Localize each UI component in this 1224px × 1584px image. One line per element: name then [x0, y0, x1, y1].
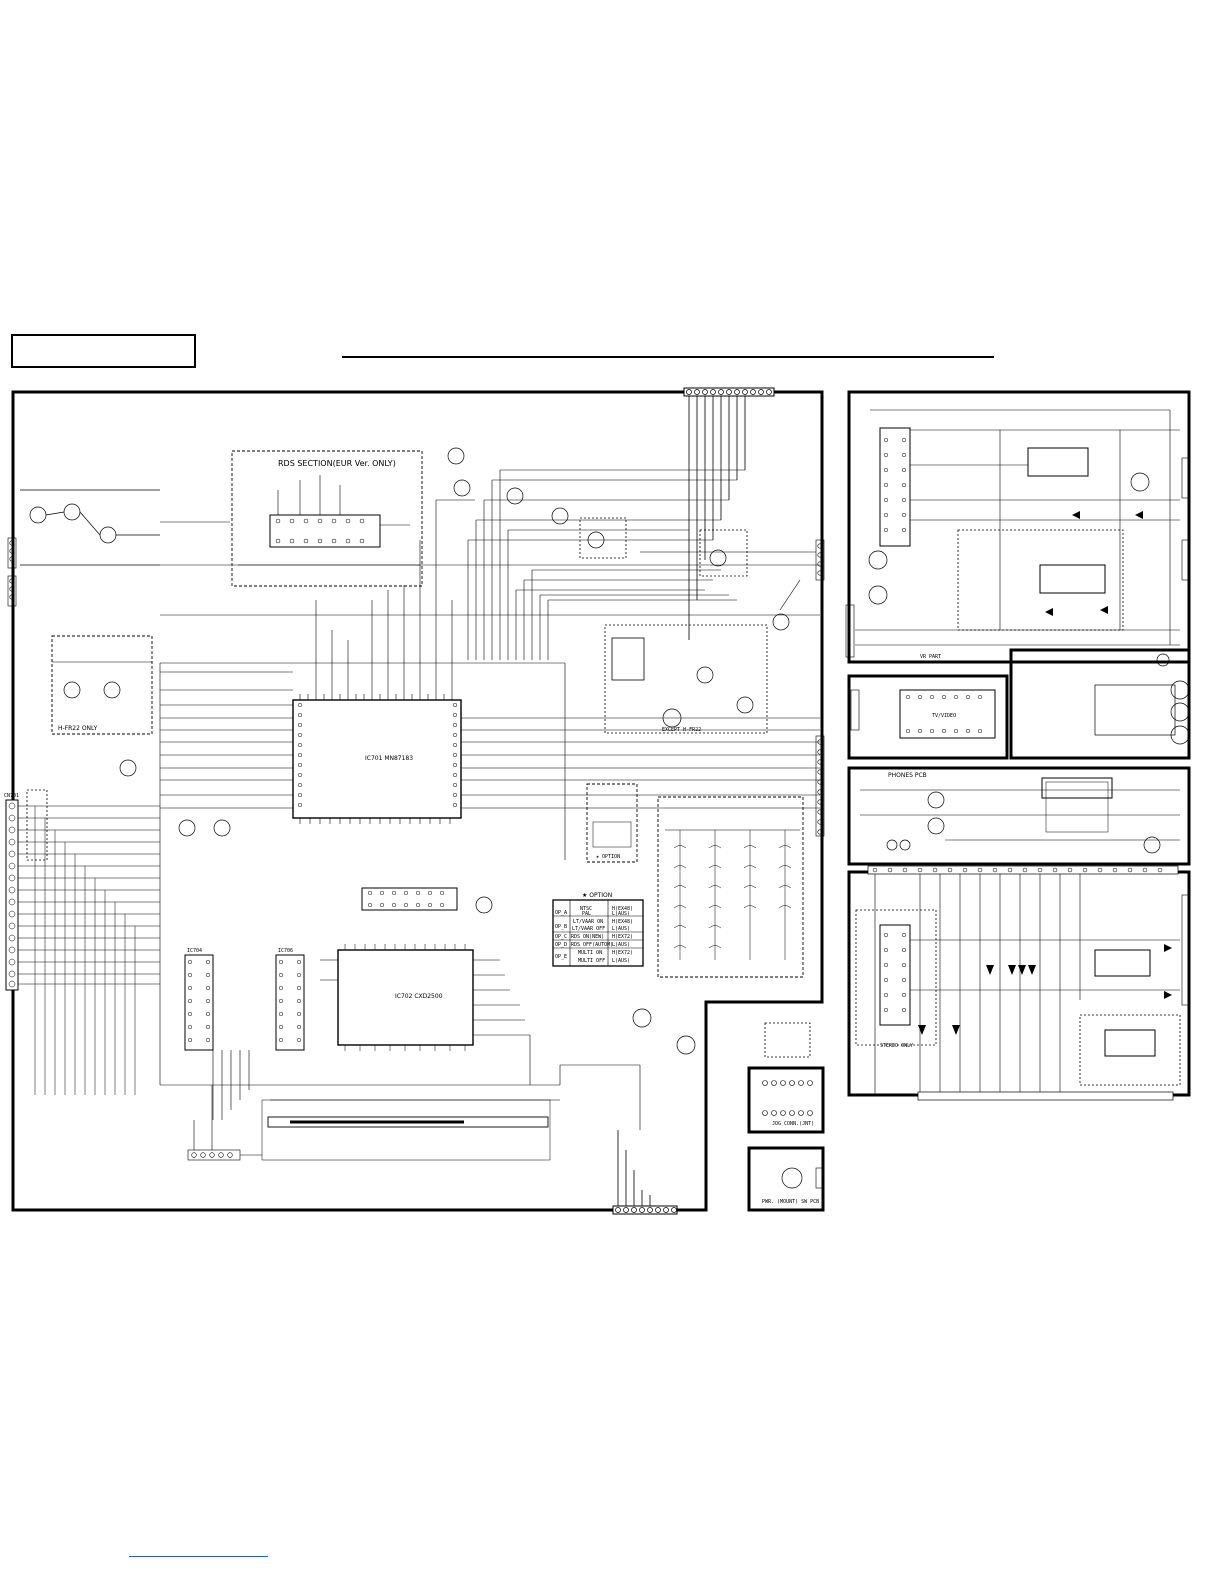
- option-desc-5: RDS OFF(AUTOM): [571, 942, 613, 948]
- option-code-2: OP_B: [555, 924, 567, 930]
- option-desc-7: MULTI OFF: [578, 958, 605, 964]
- option-val-5: L(AUS): [612, 942, 630, 948]
- option-row-3: LT/VAAR OFF L(AUS): [572, 926, 630, 932]
- option-val-4: H(EX72): [612, 934, 633, 940]
- option-code-4: OP_C: [555, 934, 567, 940]
- phones-label: PHONES PCB: [888, 772, 927, 779]
- option-code-6: OP_E: [555, 954, 567, 960]
- option-row-0: OP_A NTSC H(EX48): [555, 906, 633, 916]
- option-row-1: PAL L(AUS): [582, 911, 630, 917]
- option-val-2: H(EX48): [612, 919, 633, 925]
- header-box: [11, 334, 196, 368]
- bottom-left-connector: [187, 1085, 262, 1161]
- option-desc-6: MULTI ON: [578, 950, 602, 956]
- phones-panel: PHONES PCB: [847, 766, 1191, 866]
- small-dashed-2: [699, 529, 748, 577]
- main-right-connectors: [640, 539, 825, 837]
- right-panel-vr: VR PART: [845, 390, 1191, 664]
- option-table: ★ OPTION OP_A NTSC H(EX48) PAL L(AUS) OP…: [552, 892, 644, 967]
- ic702: IC702 CXD2500: [337, 944, 530, 1051]
- option-row-2: OP_B LT/VAAR ON H(EX48): [555, 919, 633, 930]
- ic703-row: [361, 887, 493, 914]
- option-small-box: ★ OPTION: [586, 783, 638, 863]
- ic702-label: IC702 CXD2500: [395, 993, 443, 1000]
- option-val-3: L(AUS): [612, 926, 630, 932]
- small-cap-box: [764, 1022, 811, 1058]
- ic704-label: IC704: [187, 948, 202, 954]
- flat-cable: [261, 1099, 551, 1161]
- jog-conn-label: JOG CONN.(JNT): [772, 1121, 814, 1127]
- pwr-sw-label: PWR. (MOUNT) SW PCB: [762, 1199, 819, 1205]
- right-panel-output: [1009, 648, 1191, 760]
- option-desc-3: LT/VAAR OFF: [572, 926, 605, 932]
- option-small-label: ★ OPTION: [596, 854, 620, 860]
- tv-video-panel: TV/VIDEO: [847, 674, 1009, 760]
- option-desc-2: LT/VAAR ON: [573, 919, 603, 925]
- option-row-6: OP_E MULTI ON H(EX72): [555, 950, 633, 960]
- left-top-connector: [7, 537, 17, 607]
- option-val-7: L(AUS): [612, 958, 630, 964]
- option-table-title: ★ OPTION: [582, 892, 612, 899]
- left-top-transistors: [20, 489, 160, 566]
- option-desc-1: PAL: [582, 911, 591, 917]
- option-code-0: OP_A: [555, 910, 567, 916]
- main-bus-lines: [159, 469, 820, 1085]
- ic706: IC706: [275, 948, 305, 1051]
- stereo-only-label: STEREO ONLY: [880, 1043, 913, 1049]
- key-matrix-box: [657, 796, 804, 978]
- left-connector-cn701: CN701: [4, 789, 160, 1095]
- top-connector: [683, 387, 775, 640]
- mid-transistors: [119, 447, 790, 1055]
- option-desc-0: NTSC: [580, 906, 592, 912]
- option-val-6: H(EX72): [612, 950, 633, 956]
- except-box: EXCEPT H-FR22: [604, 624, 768, 734]
- option-val-1: L(AUS): [612, 911, 630, 917]
- option-row-5: OP_D RDS OFF(AUTOM) L(AUS): [555, 942, 630, 948]
- rds-section-title: RDS SECTION(EUR Ver. ONLY): [278, 459, 396, 468]
- ic704: IC704: [184, 948, 214, 1051]
- footer-link-underline[interactable]: [129, 1556, 268, 1557]
- jog-conn-box: JOG CONN.(JNT): [747, 1066, 825, 1134]
- rds-section: RDS SECTION(EUR Ver. ONLY): [231, 450, 423, 587]
- option-code-5: OP_D: [555, 942, 567, 948]
- bottom-connector: [612, 1130, 678, 1215]
- small-dashed-1: [579, 517, 627, 559]
- pwr-sw-box: PWR. (MOUNT) SW PCB: [747, 1146, 825, 1212]
- main-board-outline: [11, 390, 824, 1212]
- main-mcu-label: IC701 MN87183: [365, 755, 413, 762]
- option-val-0: H(EX48): [612, 906, 633, 912]
- tv-video-label: TV/VIDEO: [932, 713, 956, 719]
- option-row-7: MULTI OFF L(AUS): [578, 958, 630, 964]
- except-label: EXCEPT H-FR22: [662, 727, 701, 733]
- ic706-label: IC706: [278, 948, 293, 954]
- left-connector-label: CN701: [4, 793, 19, 799]
- hvr-only-box: H-FR22 ONLY: [51, 635, 153, 735]
- right-panel-bottom: STEREO ONLY: [847, 865, 1191, 1101]
- title-rule: [342, 356, 994, 358]
- option-desc-4: RDS ON(NEW): [571, 934, 604, 940]
- vr-part-label: VR PART: [920, 654, 941, 660]
- option-row-4: OP_C RDS ON(NEW) H(EX72): [555, 934, 633, 940]
- hvr-only-label: H-FR22 ONLY: [58, 725, 98, 732]
- main-mcu: IC701 MN87183: [292, 694, 462, 824]
